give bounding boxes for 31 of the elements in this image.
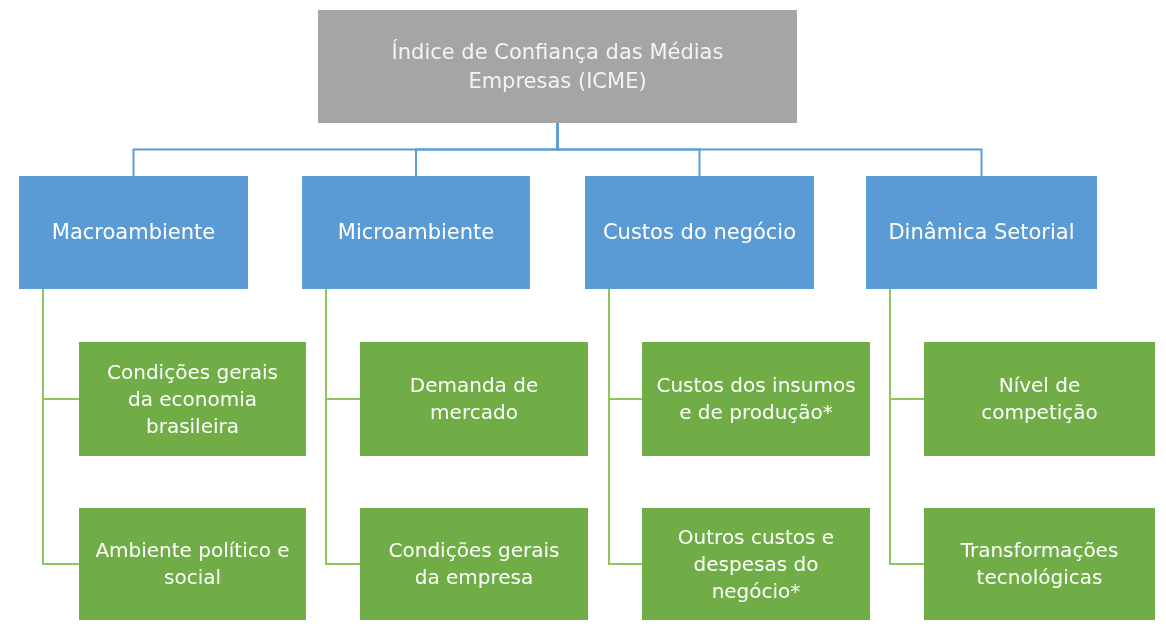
factor-box xyxy=(924,508,1155,620)
box-label: Nível de competição xyxy=(980,372,1099,426)
box-label: Demanda de mercado xyxy=(408,372,540,426)
factor-box xyxy=(360,342,588,456)
connector-line xyxy=(889,288,925,565)
connector-line xyxy=(556,122,983,177)
dimension-box xyxy=(302,176,530,289)
box-label: Condições gerais da economia brasileira xyxy=(106,358,279,440)
box-label: Outros custos e despesas do negócio* xyxy=(676,523,836,605)
factor-box xyxy=(642,508,870,620)
factor-box xyxy=(79,508,306,620)
dimension-box xyxy=(866,176,1097,289)
factor-box xyxy=(360,508,588,620)
box-label: Macroambiente xyxy=(51,219,216,247)
factor-box xyxy=(79,342,306,456)
box-label: Ambiente político e social xyxy=(94,537,291,591)
box-label: Transformações tecnológicas xyxy=(959,537,1120,591)
factor-box xyxy=(642,342,870,456)
box-label: Microambiente xyxy=(337,219,495,247)
connector-line xyxy=(42,288,80,565)
factor-box xyxy=(924,342,1155,456)
box-label: Índice de Confiança das Médias Empresas (ICME) xyxy=(390,38,725,95)
box-label: Custos do negócio xyxy=(602,219,797,247)
box-label: Custos dos insumos e de produção* xyxy=(656,372,856,426)
connector-line xyxy=(325,288,361,565)
dimension-box xyxy=(19,176,248,289)
box-label: Condições gerais da empresa xyxy=(387,537,561,591)
box-label: Dinâmica Setorial xyxy=(888,219,1075,247)
dimension-box xyxy=(585,176,814,289)
connector-line xyxy=(608,288,643,565)
index-box xyxy=(318,10,797,123)
